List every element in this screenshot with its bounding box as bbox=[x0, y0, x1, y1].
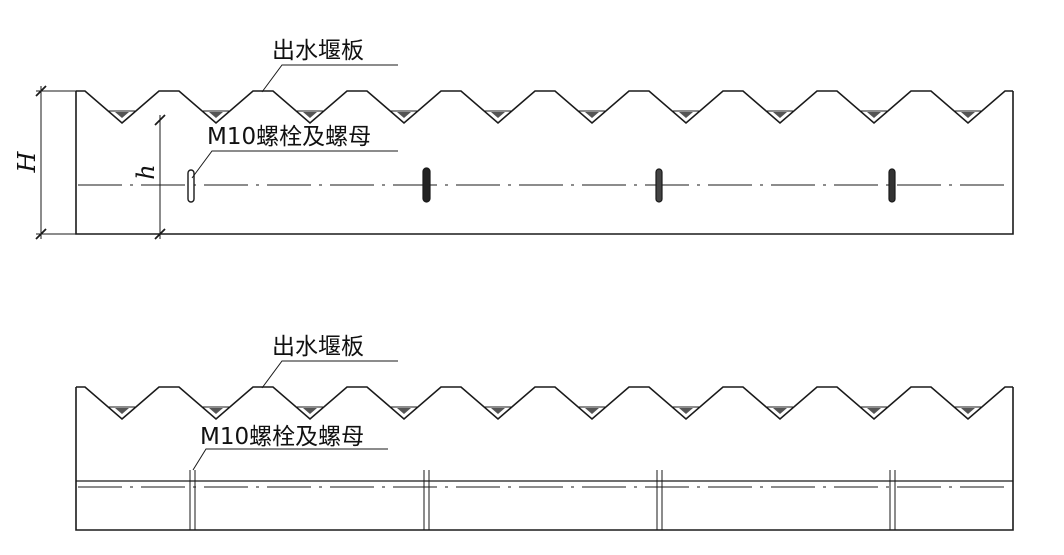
bolt-label: M10螺栓及螺母 bbox=[200, 424, 364, 450]
weir-label: 出水堰板 bbox=[272, 38, 364, 64]
water-level-mark bbox=[961, 408, 975, 414]
bolt-slot bbox=[422, 167, 431, 203]
bolt-section bbox=[889, 470, 896, 530]
bolt-slot bbox=[187, 169, 195, 203]
water-level-mark bbox=[397, 112, 411, 118]
v-notch-edge bbox=[76, 386, 1013, 421]
water-level-mark bbox=[585, 112, 599, 118]
water-level-mark bbox=[491, 112, 505, 118]
water-surface-marks bbox=[109, 110, 981, 118]
water-surface-marks bbox=[109, 406, 981, 414]
water-level-mark bbox=[115, 408, 129, 414]
water-level-mark bbox=[679, 112, 693, 118]
water-level-mark bbox=[773, 112, 787, 118]
water-level-mark bbox=[585, 408, 599, 414]
weir-label: 出水堰板 bbox=[272, 334, 364, 360]
section-view: 出水堰板 M10螺栓及螺母 bbox=[75, 334, 1014, 531]
water-level-mark bbox=[397, 408, 411, 414]
water-level-mark bbox=[303, 408, 317, 414]
weir-plate-outline bbox=[75, 387, 1014, 531]
v-notch-edge bbox=[76, 90, 1013, 125]
bolt-slot bbox=[655, 168, 663, 203]
dimension-h: h bbox=[132, 114, 166, 240]
water-level-mark bbox=[773, 408, 787, 414]
bolt-label-leader bbox=[191, 150, 398, 179]
weir-label-leader bbox=[261, 360, 398, 389]
water-level-mark bbox=[209, 408, 223, 414]
bolt-section bbox=[189, 470, 196, 530]
water-level-mark bbox=[209, 112, 223, 118]
water-level-mark bbox=[303, 112, 317, 118]
bolt-section bbox=[656, 470, 663, 530]
weir-label-leader bbox=[261, 64, 398, 93]
water-level-mark bbox=[867, 408, 881, 414]
water-level-mark bbox=[115, 112, 129, 118]
bolt-label: M10螺栓及螺母 bbox=[207, 124, 371, 150]
water-level-mark bbox=[961, 112, 975, 118]
weir-plate-outline bbox=[75, 91, 1014, 235]
bolt-label-leader bbox=[192, 448, 388, 471]
water-level-mark bbox=[491, 408, 505, 414]
water-level-mark bbox=[679, 408, 693, 414]
bolt-section bbox=[423, 470, 430, 530]
water-level-mark bbox=[867, 112, 881, 118]
dimension-H: H bbox=[13, 85, 76, 240]
bolt-slot bbox=[888, 168, 896, 203]
elevation-view: 出水堰板 M10螺栓及螺母 H h bbox=[13, 38, 1014, 240]
dimension-h-label: h bbox=[132, 164, 160, 179]
dimension-H-label: H bbox=[13, 150, 41, 173]
